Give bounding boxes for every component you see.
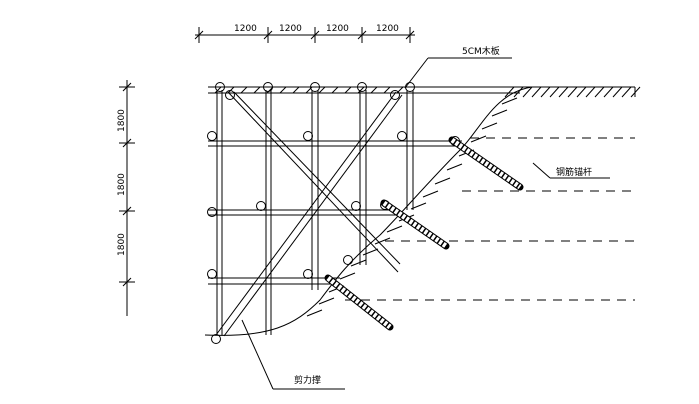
plank-hatch	[331, 86, 339, 94]
coupler-joint	[215, 82, 225, 92]
coupler-joint	[343, 255, 353, 265]
brace-label: 剪力撑	[294, 374, 321, 386]
slope-hatch	[350, 259, 367, 267]
dim-tick	[194, 30, 204, 40]
plank-hatch	[357, 86, 365, 94]
excavation-slope	[204, 86, 533, 336]
slope-hatch	[501, 97, 518, 105]
slope-hatch	[470, 135, 487, 143]
anchor-bar-segments	[382, 200, 448, 249]
slope-hatch	[306, 309, 323, 317]
coupler-joint	[351, 201, 361, 211]
plank-hatch	[279, 86, 287, 94]
dim-h-1: 1200	[234, 24, 257, 34]
dim-tick	[357, 30, 367, 40]
slope-hatch	[491, 109, 508, 117]
slope-hatch	[446, 163, 463, 171]
coupler-joint	[225, 90, 235, 100]
coupler-joint	[207, 207, 217, 217]
slope-hatch	[422, 190, 439, 198]
anchor-callout: 钢筋锚杆	[532, 162, 610, 179]
dim-tick	[122, 206, 132, 216]
coupler-joint	[207, 269, 217, 279]
coupler-joint	[303, 269, 313, 279]
top-dimension: 1200 1200 1200 1200	[194, 24, 415, 43]
ground-hatch	[621, 86, 632, 98]
ground-hatch	[558, 86, 569, 98]
ground-hatch	[612, 86, 623, 98]
plank-hatch	[344, 86, 352, 94]
dim-h-4: 1200	[376, 24, 399, 34]
plank-hatch	[318, 86, 326, 94]
left-dimension: 1800 1800 1800	[117, 80, 135, 316]
ground-hatch	[522, 86, 533, 98]
slope-hatch	[434, 177, 451, 185]
coupler-joint	[207, 131, 217, 141]
ground-hatch	[594, 86, 605, 98]
ground-hatch	[576, 86, 587, 98]
slope-hatch	[481, 122, 498, 130]
dim-v-3: 1800	[117, 233, 127, 256]
plank-hatch	[370, 86, 378, 94]
ground-hatch	[504, 86, 515, 98]
dim-tick	[122, 138, 132, 148]
plank-hatch	[292, 86, 300, 94]
ground-hatch	[540, 86, 551, 98]
coupler-joint	[263, 82, 273, 92]
coupler-joint	[256, 201, 266, 211]
plank-hatch	[240, 86, 248, 94]
dim-tick	[263, 30, 273, 40]
shear-braces	[215, 91, 403, 337]
coupler-joint	[303, 131, 313, 141]
dim-h-2: 1200	[279, 24, 302, 34]
slope-hatch	[318, 297, 335, 305]
anchor-bar-segments	[450, 137, 522, 190]
ground-hatch	[567, 86, 578, 98]
scaffold-frame	[207, 82, 462, 344]
plank-hatch	[214, 86, 222, 94]
coupler-joint	[357, 82, 367, 92]
anchor-lines	[345, 137, 635, 301]
dim-v-2: 1800	[117, 173, 127, 196]
dim-tick	[310, 30, 320, 40]
plank-label: 5CM木板	[462, 45, 500, 57]
soil-nail-anchors	[324, 136, 524, 331]
slope-hatch	[374, 237, 391, 245]
dim-h-3: 1200	[326, 24, 349, 34]
coupler-joint	[397, 131, 407, 141]
ground-hatch	[549, 86, 560, 98]
plank-hatch	[227, 86, 235, 94]
dim-tick	[405, 30, 415, 40]
dim-tick	[122, 82, 132, 92]
anchor-label: 钢筋锚杆	[556, 166, 592, 178]
ground-hatch	[585, 86, 596, 98]
plank-hatch	[383, 86, 391, 94]
ground-hatch	[630, 86, 641, 98]
coupler-joint	[310, 82, 320, 92]
slope-hatch	[362, 248, 379, 256]
slope-hatch	[386, 225, 403, 233]
ground-hatch	[603, 86, 614, 98]
dim-tick	[122, 277, 132, 287]
dim-v-1: 1800	[117, 109, 127, 132]
brace-callout: 剪力撑	[241, 319, 345, 390]
slope-hatch	[339, 272, 356, 280]
plank-callout: 5CM木板	[404, 45, 512, 89]
anchor-bar-segments	[326, 276, 392, 329]
coupler-joint	[390, 90, 400, 100]
ground-hatch	[531, 86, 542, 98]
ground-surface	[208, 86, 641, 98]
plank-hatch	[253, 86, 261, 94]
ground-hatch	[513, 86, 524, 98]
